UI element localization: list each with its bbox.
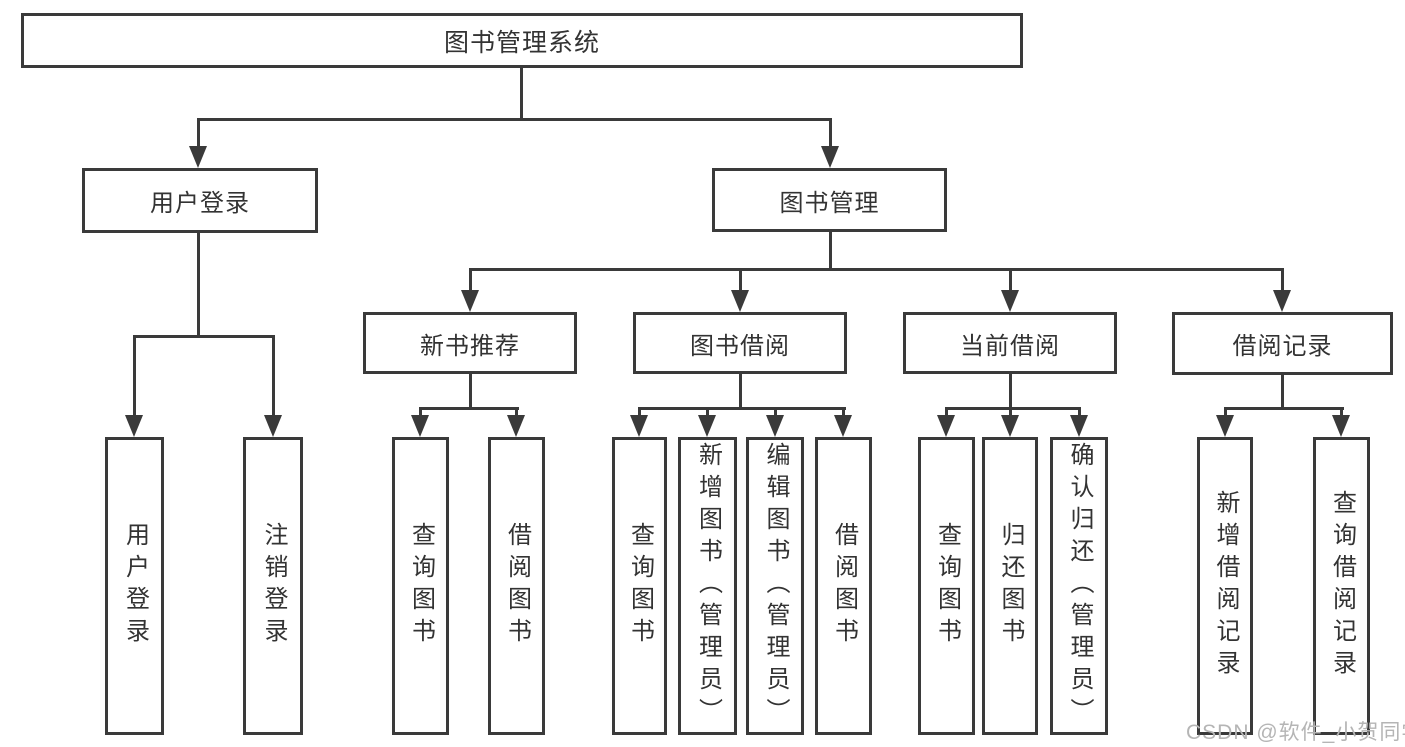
node-borrow-records: 借阅记录 <box>1172 312 1393 375</box>
arrow-stem <box>1339 407 1343 415</box>
watermark: CSDN @软件_小贺同学 <box>1186 721 1405 744</box>
arrow-stem <box>468 268 472 290</box>
connector-bar <box>944 407 1081 410</box>
connector-stem <box>196 233 200 335</box>
node-bb-add: 新增图书（管理员） <box>678 437 737 735</box>
node-label: 注销登录 <box>260 522 287 650</box>
arrow-down-icon <box>507 415 525 437</box>
node-label: 确认归还（管理员） <box>1066 442 1093 730</box>
node-label: 借阅记录 <box>1232 333 1333 360</box>
node-nb-query: 查询图书 <box>392 437 449 735</box>
node-user-login: 用户登录 <box>82 168 318 233</box>
node-label: 归还图书 <box>997 522 1024 650</box>
node-label: 借阅图书 <box>503 522 531 650</box>
arrow-stem <box>1280 268 1284 290</box>
arrow-down-icon <box>1332 415 1350 437</box>
connector-bar <box>418 407 519 410</box>
connector-bar <box>196 118 832 121</box>
arrow-stem <box>705 407 709 415</box>
node-label: 查询图书 <box>626 522 654 650</box>
node-label: 新增图书（管理员） <box>694 442 722 730</box>
arrow-down-icon <box>1216 415 1234 437</box>
node-label: 编辑图书（管理员） <box>762 442 789 730</box>
node-label: 新增借阅记录 <box>1212 490 1239 682</box>
arrow-down-icon <box>461 290 479 312</box>
connector-stem <box>1008 374 1012 407</box>
connector-stem <box>468 374 472 407</box>
connector-bar <box>468 268 1284 271</box>
arrow-down-icon <box>821 146 839 168</box>
node-label: 图书借阅 <box>690 332 790 360</box>
connector-stem <box>828 232 832 268</box>
arrow-stem <box>1008 407 1012 415</box>
arrow-down-icon <box>264 415 282 437</box>
node-label: 用户登录 <box>150 190 250 217</box>
connector-stem <box>519 68 523 118</box>
arrow-stem <box>196 118 200 146</box>
arrow-stem <box>132 335 136 415</box>
node-cb-return: 归还图书 <box>982 437 1038 735</box>
arrow-stem <box>637 407 641 415</box>
node-cb-query: 查询图书 <box>918 437 975 735</box>
node-bb-edit: 编辑图书（管理员） <box>746 437 804 735</box>
node-ul-login: 用户登录 <box>105 437 164 735</box>
arrow-down-icon <box>698 415 716 437</box>
node-bb-query: 查询图书 <box>612 437 667 735</box>
arrow-down-icon <box>1001 290 1019 312</box>
node-br-query: 查询借阅记录 <box>1313 437 1370 735</box>
arrow-down-icon <box>834 415 852 437</box>
node-nb-borrow: 借阅图书 <box>488 437 545 735</box>
node-label: 借阅图书 <box>830 522 858 650</box>
node-book-borrow: 图书借阅 <box>633 312 847 374</box>
arrow-stem <box>1223 407 1227 415</box>
arrow-down-icon <box>411 415 429 437</box>
connector-bar <box>132 335 275 338</box>
connector-bar <box>1223 407 1344 410</box>
node-new-book-rec: 新书推荐 <box>363 312 577 374</box>
arrow-down-icon <box>125 415 143 437</box>
node-ul-logout: 注销登录 <box>243 437 303 735</box>
node-label: 查询图书 <box>933 522 961 650</box>
connector-stem <box>1280 374 1284 407</box>
arrow-down-icon <box>937 415 955 437</box>
arrow-stem <box>1077 407 1081 415</box>
arrow-down-icon <box>731 290 749 312</box>
connector-stem <box>738 374 742 407</box>
node-label: 图书管理系统 <box>443 28 600 57</box>
arrow-stem <box>738 268 742 290</box>
arrow-stem <box>828 118 832 146</box>
arrow-down-icon <box>1001 415 1019 437</box>
node-book-mgmt: 图书管理 <box>712 168 947 232</box>
arrow-stem <box>271 335 275 415</box>
node-label: 查询图书 <box>407 522 435 650</box>
arrow-stem <box>1008 268 1012 290</box>
arrow-down-icon <box>1273 290 1291 312</box>
node-current-borrow: 当前借阅 <box>903 312 1117 374</box>
arrow-stem <box>418 407 422 415</box>
node-bb-borrow: 借阅图书 <box>815 437 872 735</box>
node-label: 当前借阅 <box>960 332 1060 360</box>
node-label: 图书管理 <box>779 189 880 217</box>
arrow-down-icon <box>766 415 784 437</box>
arrow-down-icon <box>630 415 648 437</box>
node-root: 图书管理系统 <box>21 13 1023 68</box>
node-cb-confirm: 确认归还（管理员） <box>1050 437 1108 735</box>
arrow-down-icon <box>189 146 207 168</box>
node-label: 新书推荐 <box>420 332 520 360</box>
arrow-stem <box>841 407 845 415</box>
connector-bar <box>637 407 846 410</box>
node-label: 查询借阅记录 <box>1328 490 1356 682</box>
arrow-stem <box>773 407 777 415</box>
node-br-add: 新增借阅记录 <box>1197 437 1253 735</box>
arrow-down-icon <box>1070 415 1088 437</box>
arrow-stem <box>514 407 518 415</box>
node-label: 用户登录 <box>121 522 149 650</box>
arrow-stem <box>944 407 948 415</box>
